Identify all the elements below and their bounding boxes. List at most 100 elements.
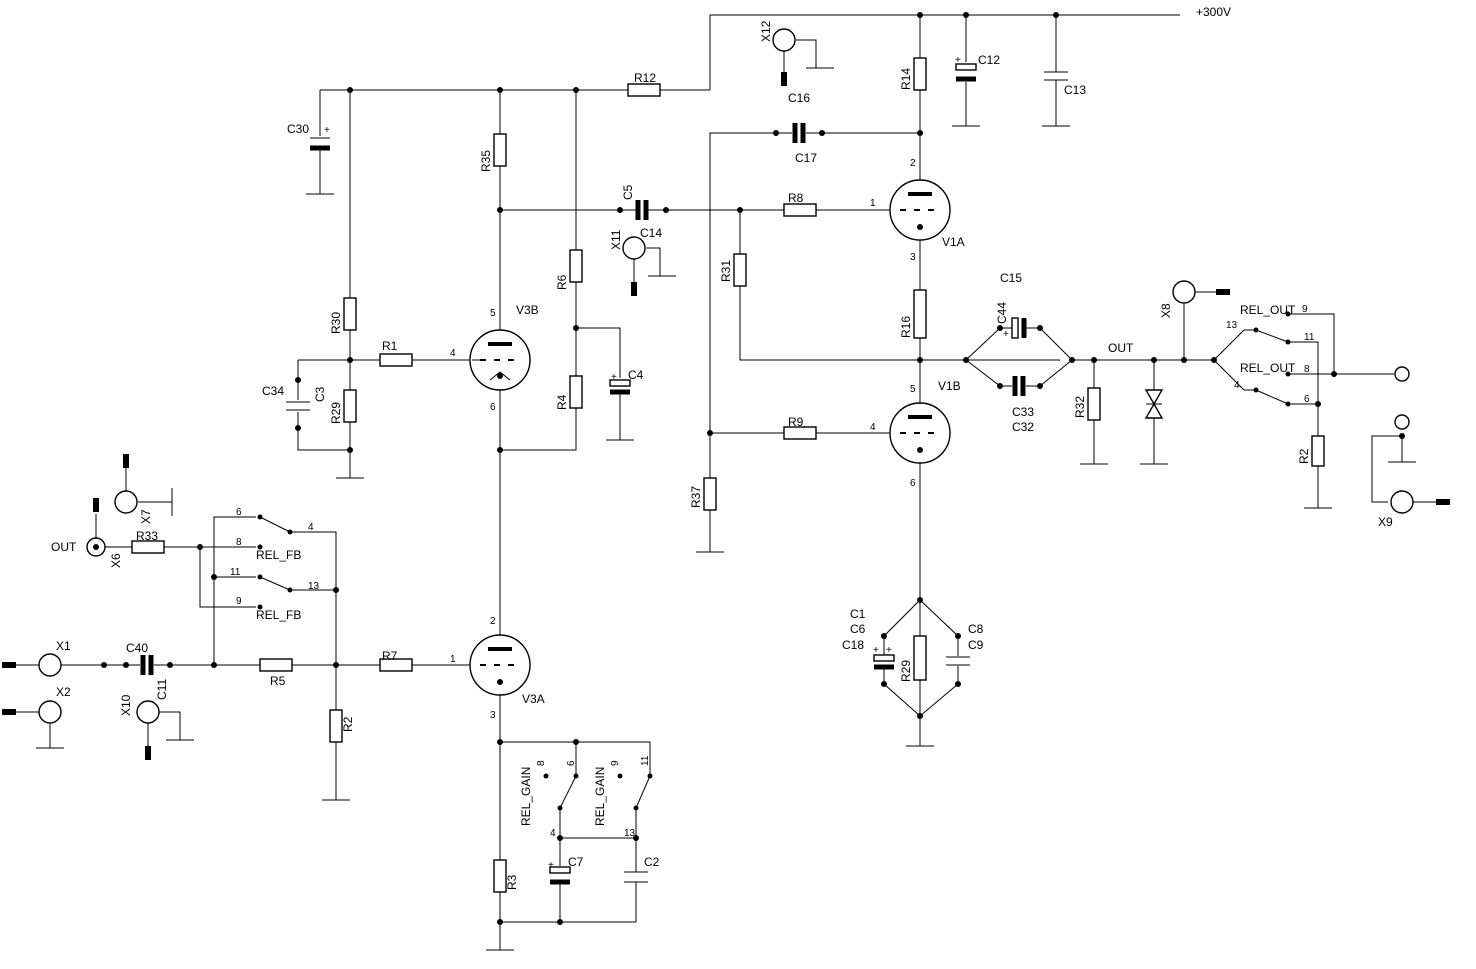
capacitor-c3 [286, 401, 310, 411]
pin-v3b-4: 4 [450, 348, 456, 359]
pin-fb-13: 13 [308, 581, 320, 592]
label-r35: R35 [479, 150, 493, 172]
svg-text:+: + [1003, 329, 1009, 340]
resistor-r6 [569, 249, 583, 283]
label-v3b: V3B [516, 303, 539, 317]
resistors [131, 57, 1325, 893]
svg-text:+: + [886, 645, 892, 656]
pin-fb-6: 6 [236, 507, 242, 518]
label-c18: C18 [842, 638, 864, 652]
pin-fb-4: 4 [308, 522, 314, 533]
tube-v1b [889, 402, 951, 464]
connector-x11 [622, 236, 646, 296]
label-c11: C11 [155, 679, 169, 700]
label-x6: X6 [109, 553, 123, 568]
label-c30: C30 [287, 122, 309, 136]
label-c15: C15 [1000, 271, 1022, 285]
label-r8: R8 [788, 191, 804, 205]
label-r4: R4 [555, 394, 569, 410]
label-c6: C6 [850, 622, 866, 636]
pin-v1b-5: 5 [910, 384, 916, 395]
label-x10: X10 [119, 694, 133, 716]
pin-fb-8: 8 [236, 537, 242, 548]
label-c40: C40 [126, 641, 148, 655]
polarity-marks: + + + + + + + [324, 55, 1009, 871]
resistor-r5 [259, 658, 293, 672]
label-c44: C44 [995, 302, 1009, 324]
label-x8: X8 [1159, 303, 1173, 318]
svg-text:+: + [611, 372, 617, 383]
label-c1: C1 [850, 607, 866, 621]
label-rel-out-1: REL_OUT [1240, 303, 1296, 317]
label-c12: C12 [978, 53, 1000, 67]
resistor-r1 [379, 353, 413, 367]
capacitor-c4 [609, 379, 631, 395]
tvs-diode [1144, 389, 1164, 419]
label-c17: C17 [795, 151, 817, 165]
connector-x8 [1172, 280, 1230, 304]
svg-text:+: + [955, 55, 961, 66]
output-terminal-top [1394, 366, 1410, 430]
pin-gain-9: 9 [610, 760, 621, 766]
label-r5: R5 [270, 674, 286, 688]
label-r12: R2 [1297, 448, 1311, 464]
label-c3: C3 [313, 386, 327, 402]
net-out-label-input: OUT [51, 540, 77, 554]
capacitor-c17 [792, 123, 806, 143]
capacitors [140, 63, 1068, 885]
label-r6: R6 [555, 274, 569, 290]
label-c8: C8 [968, 622, 984, 636]
capacitor-c12 [955, 63, 977, 82]
resistor-r31 [733, 253, 747, 287]
relay-contacts [257, 311, 1291, 811]
label-x7: X7 [139, 509, 153, 524]
pin-v1b-4: 4 [870, 422, 876, 433]
label-c34: C34 [262, 384, 284, 398]
ground-symbols [36, 67, 1416, 951]
label-c32: C32 [1012, 420, 1034, 434]
label-x9: X9 [1378, 515, 1393, 529]
pin-v3a-2: 2 [490, 616, 496, 627]
resistor-r12 [1311, 435, 1325, 467]
resistor-r14 [913, 57, 927, 91]
pin-v1a-1: 1 [870, 198, 876, 209]
label-x12: X12 [759, 20, 773, 42]
pin-v3a-1: 1 [450, 654, 456, 665]
pin-out-4: 4 [1234, 380, 1240, 391]
pin-gain-13: 13 [624, 828, 636, 839]
resistor-r2 [329, 709, 343, 743]
label-v1a: V1A [942, 235, 965, 249]
label-x1: X1 [56, 639, 71, 653]
label-r3: R3 [505, 874, 519, 890]
resistor-r4 [569, 375, 583, 409]
pin-gain-8: 8 [536, 760, 547, 766]
svg-text:+: + [324, 125, 330, 136]
label-r30: R30 [329, 312, 343, 334]
label-c9: C9 [968, 638, 984, 652]
supply-label: +300V [1196, 5, 1231, 19]
label-c5: C5 [621, 184, 635, 200]
tubes [469, 179, 951, 696]
resistor-r3 [493, 859, 507, 893]
pin-out-8: 8 [1304, 364, 1310, 375]
capacitor-c7 [549, 866, 571, 885]
pin-fb-11: 11 [230, 567, 241, 578]
label-c13: C13 [1064, 83, 1086, 97]
resistor-r16 [913, 289, 927, 339]
pin-out-13: 13 [1226, 320, 1238, 331]
connector-x2 [2, 700, 62, 724]
capacitor-c40 [140, 655, 154, 675]
resistor-r32 [1087, 387, 1101, 421]
label-r16: R16 [899, 316, 913, 338]
label-rel-gain-1: REL_GAIN [519, 767, 533, 826]
capacitor-c44 [1011, 317, 1027, 339]
resistor-r30 [343, 297, 357, 331]
tube-v1a [889, 179, 951, 241]
pin-v3b-5: 5 [490, 308, 496, 319]
label-r2: R2 [341, 716, 355, 732]
label-r11: R12 [634, 71, 656, 85]
resistor-r15 [343, 389, 357, 423]
resistor-r35 [493, 133, 507, 167]
capacitor-c18 [873, 654, 895, 670]
label-rel-fb-1: REL_FB [256, 548, 301, 562]
